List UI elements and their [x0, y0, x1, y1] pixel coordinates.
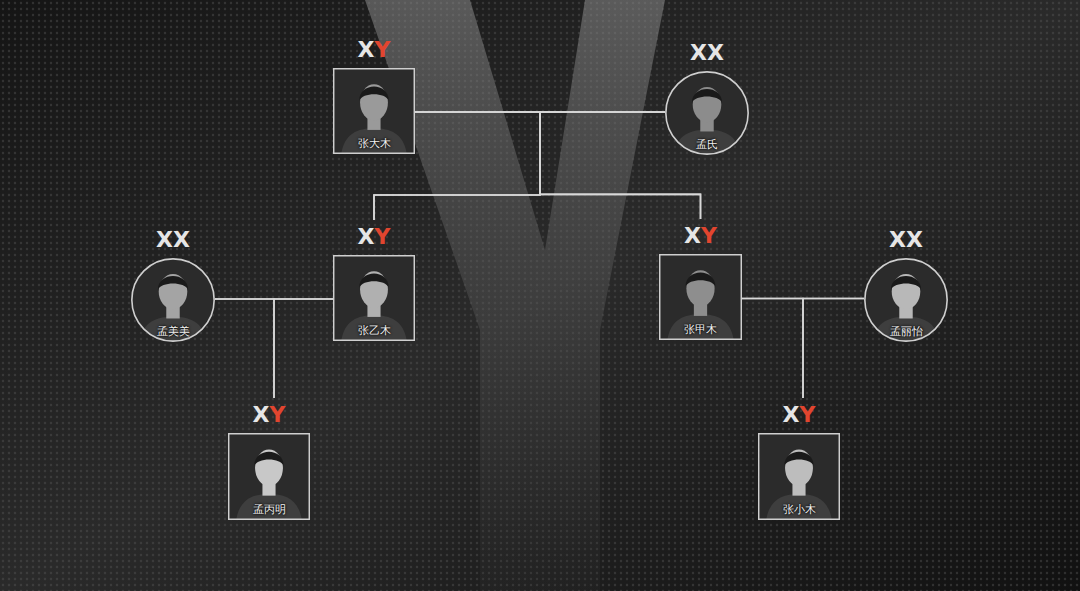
chromosome-letter: X [684, 223, 701, 248]
person-box: XY张甲木 [659, 254, 742, 340]
person-name: 孟丙明 [228, 503, 310, 516]
chromosome-letter: Y [375, 224, 391, 249]
chromosome-label: XY [208, 402, 330, 428]
chromosome-letter: Y [800, 402, 816, 427]
chromosome-label: XX [645, 40, 769, 66]
descent-line [374, 112, 665, 220]
chromosome-letter: X [783, 402, 800, 427]
descent-line [415, 112, 701, 219]
person-box: XY张乙木 [333, 255, 415, 341]
chromosome-label: XX [844, 227, 968, 253]
chromosome-label: XY [313, 224, 435, 250]
person-name: 张乙木 [333, 324, 415, 337]
person-name: 张小木 [758, 503, 840, 516]
chromosome-letter: X [889, 227, 906, 252]
chromosome-label: XY [738, 402, 860, 428]
chromosome-label: XY [313, 37, 435, 63]
person-name: 张大木 [333, 137, 415, 150]
descent-line [215, 299, 274, 398]
person-circle: XX孟氏 [665, 71, 749, 155]
person-box: XY张大木 [333, 68, 415, 154]
person-box: XY孟丙明 [228, 433, 310, 520]
chromosome-letter: Y [270, 402, 286, 427]
chromosome-label: XY [639, 223, 762, 249]
chromosome-letter: X [156, 227, 173, 252]
chromosome-letter: X [690, 40, 707, 65]
chromosome-label: XX [111, 227, 235, 253]
person-name: 孟丽怡 [864, 325, 948, 338]
person-name: 孟美美 [131, 325, 215, 338]
person-circle: XX孟丽怡 [864, 258, 948, 342]
chromosome-letter: X [358, 224, 375, 249]
descent-line [742, 299, 803, 399]
chromosome-letter: X [707, 40, 724, 65]
chromosome-letter: X [906, 227, 923, 252]
descent-line [274, 299, 333, 398]
person-box: XY张小木 [758, 433, 840, 520]
person-name: 孟氏 [665, 138, 749, 151]
chromosome-letter: Y [375, 37, 391, 62]
chromosome-letter: Y [701, 223, 717, 248]
descent-line [803, 299, 864, 399]
chromosome-letter: X [253, 402, 270, 427]
person-circle: XX孟美美 [131, 258, 215, 342]
chromosome-letter: X [173, 227, 190, 252]
person-name: 张甲木 [659, 323, 742, 336]
chromosome-letter: X [358, 37, 375, 62]
